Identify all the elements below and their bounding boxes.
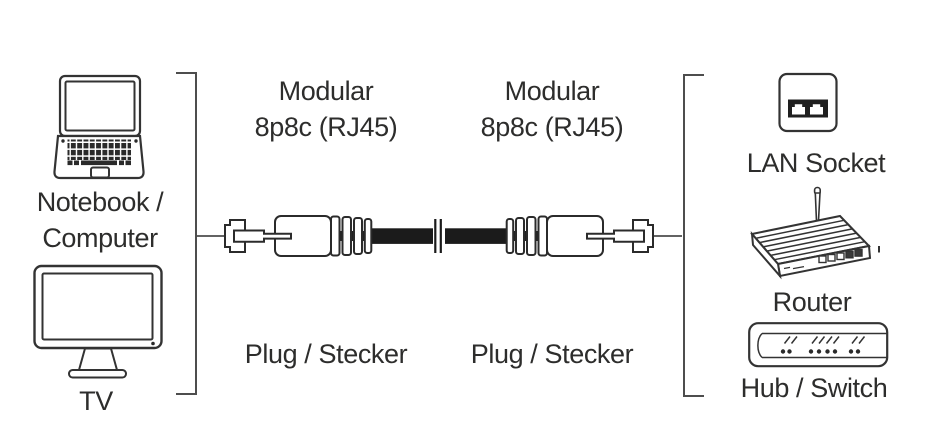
plug-label-right: Plug / Stecker (470, 339, 634, 369)
tv-icon (33, 264, 163, 379)
notebook-icon (53, 74, 145, 180)
tv-label: TV (79, 386, 113, 416)
notebook-label-line2: Computer (42, 223, 158, 253)
lan-socket-label: LAN Socket (746, 148, 886, 178)
router-icon (750, 186, 880, 280)
notebook-label: Notebook / Computer (18, 184, 182, 256)
lan-socket-icon (778, 72, 838, 133)
router-label: Router (772, 287, 852, 317)
hub-switch-icon (748, 322, 889, 368)
right-bracket (683, 74, 704, 397)
modular-label-right: Modular 8p8c (RJ45) (480, 76, 624, 142)
modular-label-left: Modular 8p8c (RJ45) (254, 76, 398, 142)
hub-switch-label: Hub / Switch (740, 373, 888, 403)
rj45-cable-icon (196, 215, 683, 257)
notebook-label-line1: Notebook / (36, 187, 164, 217)
left-bracket (176, 72, 197, 395)
plug-label-left: Plug / Stecker (244, 339, 408, 369)
